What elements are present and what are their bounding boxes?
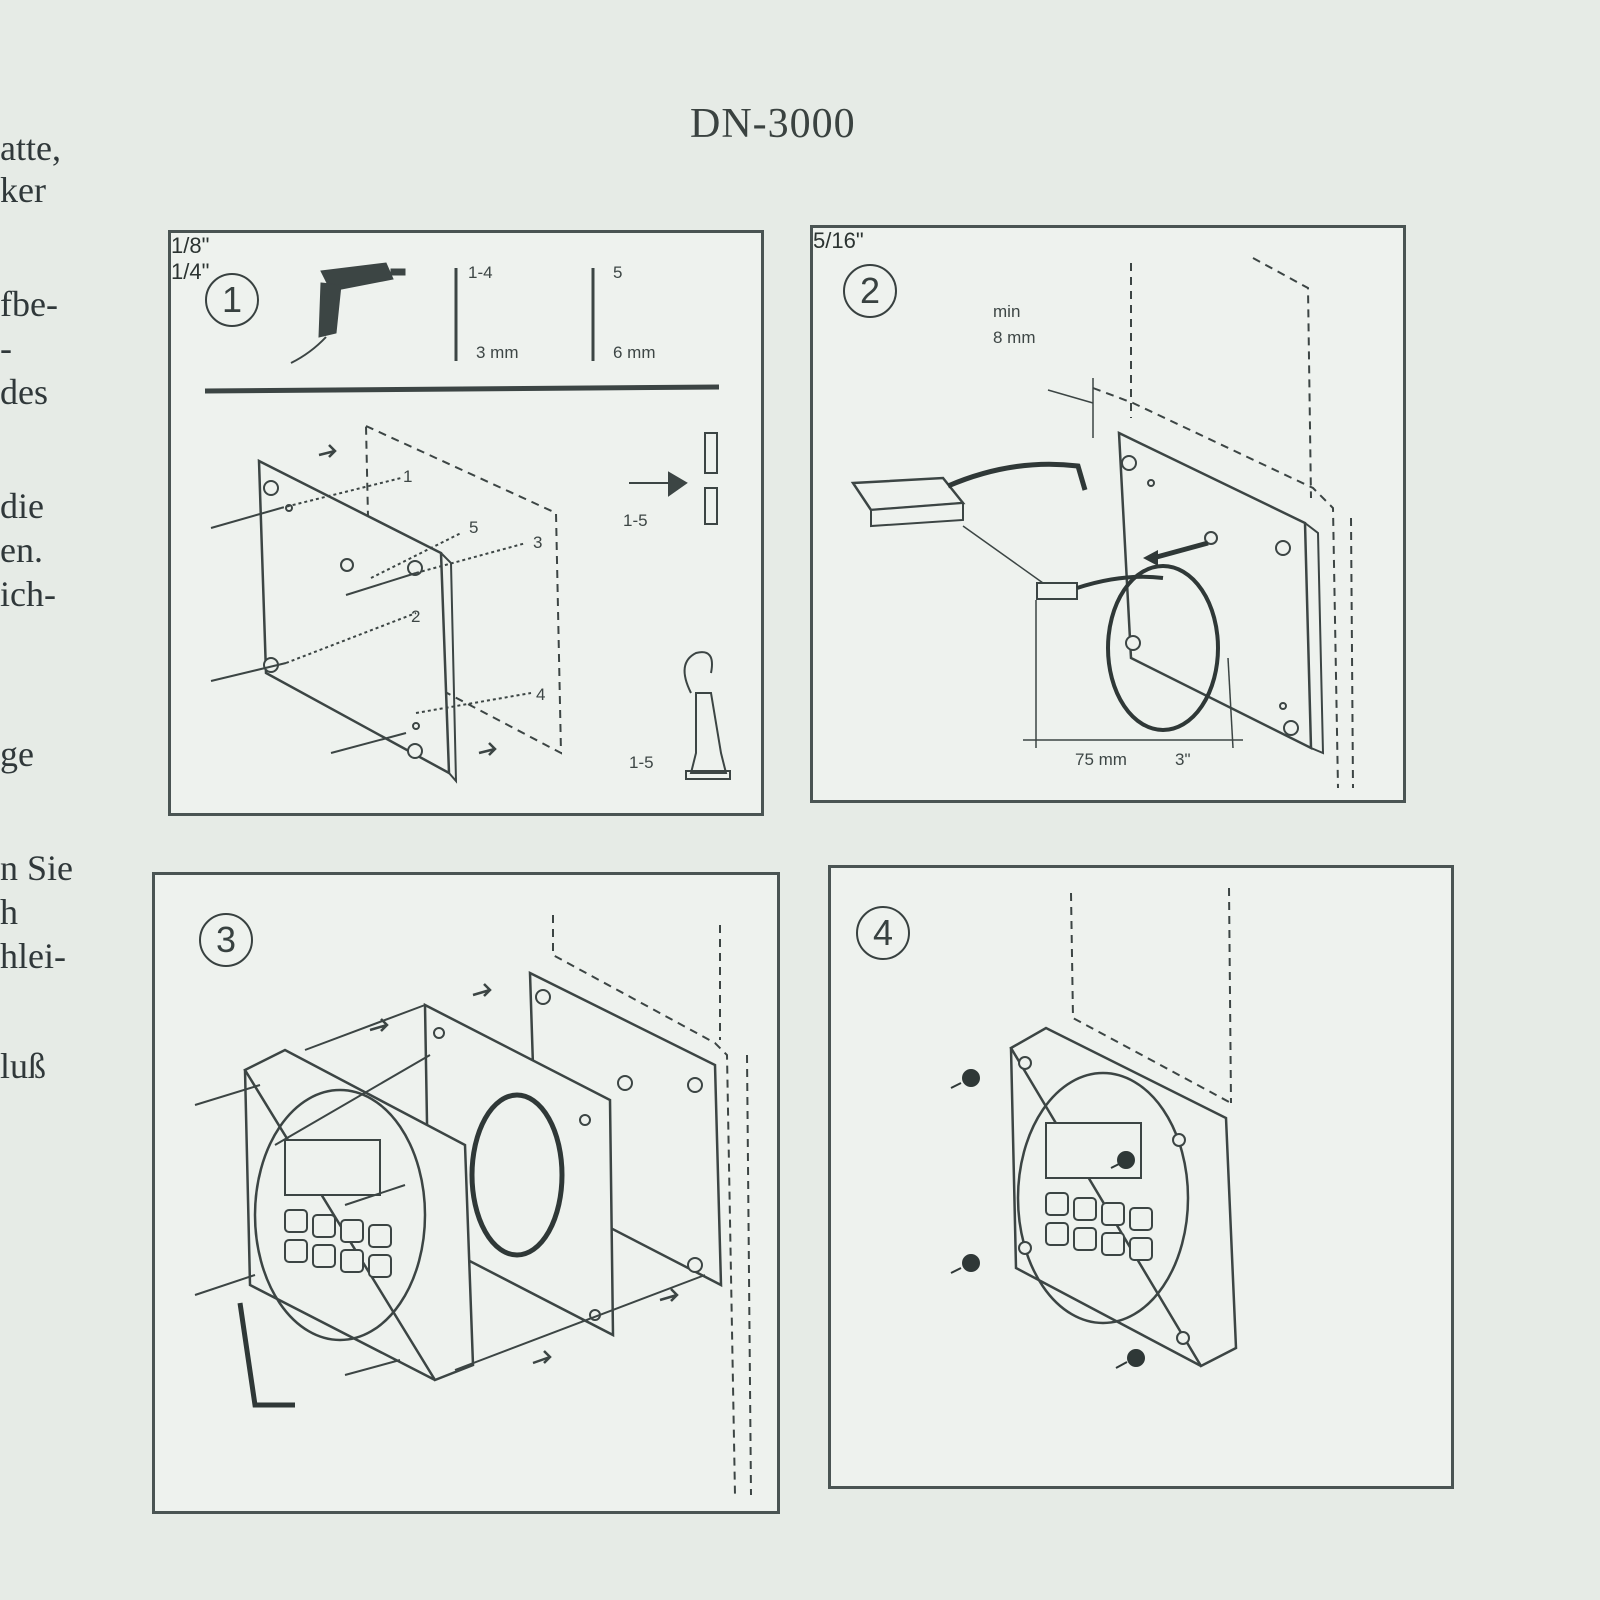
hole-label: 4 bbox=[536, 685, 546, 704]
step-2-illustration bbox=[850, 257, 1354, 789]
hole-label: 3 bbox=[533, 533, 543, 552]
text-fragment: hlei- bbox=[0, 936, 66, 976]
tool-label: 1-5 bbox=[629, 753, 654, 772]
tool-label: 1-5 bbox=[623, 511, 648, 530]
text-fragment: ge bbox=[0, 734, 34, 774]
step-3-panel: 3 bbox=[152, 872, 780, 1514]
drill-spec-holes-5: 5 bbox=[613, 263, 623, 282]
step-4-panel: 4 bbox=[828, 865, 1454, 1489]
left-column-text-fragments: atte, ker fbe- - des die en. ich- ge n S… bbox=[0, 0, 110, 1200]
step-4-number: 4 bbox=[856, 906, 910, 960]
min-label: min bbox=[993, 302, 1021, 321]
text-fragment: die bbox=[0, 486, 44, 526]
page-title: DN-3000 bbox=[690, 101, 856, 147]
hole-label: 1 bbox=[403, 467, 413, 486]
drill-spec-inch-1-4: 1/4" bbox=[171, 259, 210, 284]
width-inch-label: 3" bbox=[1175, 750, 1191, 769]
text-fragment: luß bbox=[0, 1046, 47, 1086]
min-inch-label: 5/16" bbox=[813, 228, 864, 253]
text-fragment: en. bbox=[0, 530, 43, 570]
width-mm-label: 75 mm bbox=[1075, 750, 1127, 769]
drill-spec-holes-1-4: 1-4 bbox=[468, 263, 493, 282]
text-fragment: h bbox=[0, 892, 18, 932]
min-mm-label: 8 mm bbox=[993, 328, 1036, 347]
hole-label: 2 bbox=[411, 607, 421, 626]
text-fragment: n Sie bbox=[0, 848, 74, 888]
step-1-number: 1 bbox=[205, 273, 259, 327]
drill-icon bbox=[290, 262, 406, 364]
drill-spec-mm-3: 3 mm bbox=[476, 343, 519, 362]
step-4-illustration bbox=[950, 887, 1238, 1369]
step-3-number: 3 bbox=[199, 913, 253, 967]
drill-spec-inch-1-8: 1/8" bbox=[171, 233, 210, 258]
drill-spec-mm-6: 6 mm bbox=[613, 343, 656, 362]
text-fragment: ker bbox=[0, 170, 46, 210]
text-fragment: ich- bbox=[0, 574, 56, 614]
sealant-tube-icon bbox=[683, 651, 731, 780]
step-3-illustration bbox=[194, 915, 752, 1496]
text-fragment: atte, bbox=[0, 128, 61, 168]
text-fragment: fbe- bbox=[0, 284, 58, 324]
hole-label: 5 bbox=[469, 518, 479, 537]
step-1-panel: 1 bbox=[168, 230, 764, 816]
step-1-illustration bbox=[204, 262, 731, 784]
step-2-number: 2 bbox=[843, 264, 897, 318]
step-2-panel: 2 bbox=[810, 225, 1406, 803]
text-fragment: des bbox=[0, 372, 48, 412]
text-fragment: - bbox=[0, 328, 12, 368]
